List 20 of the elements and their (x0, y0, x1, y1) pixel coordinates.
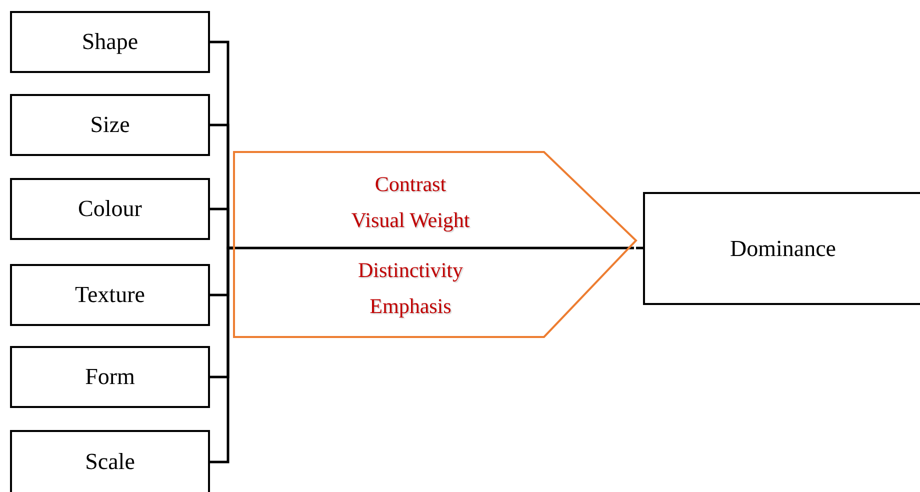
box-label: Texture (75, 282, 145, 308)
connector-line (210, 246, 233, 464)
box-label: Scale (85, 449, 135, 475)
box-label: Shape (82, 29, 138, 55)
label-box (10, 430, 210, 492)
concept-label: Visual Weight (351, 206, 470, 234)
label-box (643, 192, 920, 305)
box-label: Colour (78, 196, 142, 222)
box-label: Form (85, 364, 135, 390)
concept-label: Distinctivity (358, 256, 463, 284)
connector-line (636, 246, 643, 250)
label-box (10, 94, 210, 156)
concept-label: Contrast (374, 170, 446, 198)
label-box (10, 264, 210, 326)
box-label: Size (90, 112, 130, 138)
label-box (10, 178, 210, 240)
label-box (10, 11, 210, 73)
label-box (10, 346, 210, 408)
box-label: Dominance (730, 236, 836, 262)
concept-label: Emphasis (370, 292, 452, 320)
